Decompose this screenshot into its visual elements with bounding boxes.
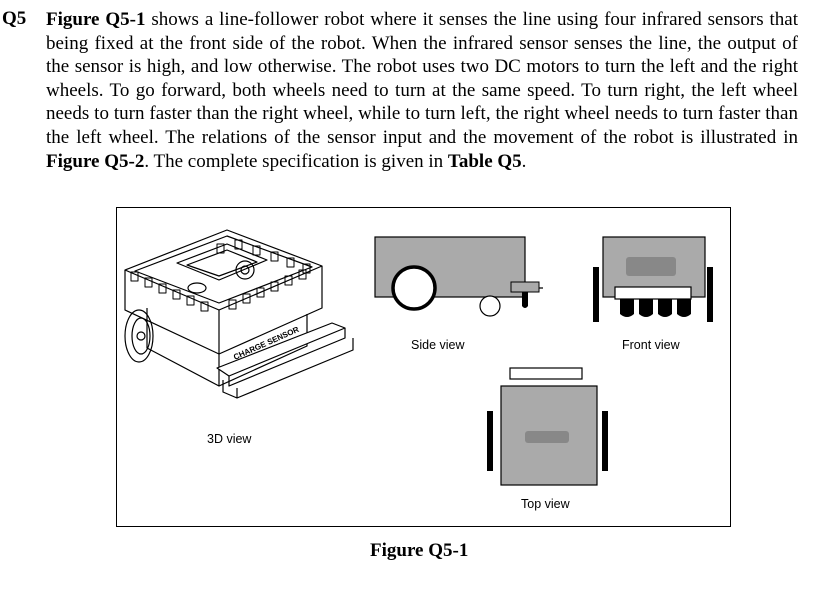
top-sensor-bar bbox=[509, 367, 583, 380]
label-top-view: Top view bbox=[521, 497, 570, 511]
front-ir-sensors bbox=[620, 299, 691, 317]
top-wheel-left bbox=[487, 411, 493, 471]
figure-caption: Figure Q5-1 bbox=[370, 540, 469, 561]
caster-wheel bbox=[479, 295, 501, 317]
robot-views-drawing: CHARGE SENSOR bbox=[124, 229, 713, 486]
front-wheel-right bbox=[707, 267, 713, 322]
top-board bbox=[525, 431, 569, 443]
robot-front-view bbox=[593, 236, 713, 322]
table-ref: Table Q5 bbox=[447, 150, 522, 172]
figure-box: CHARGE SENSOR bbox=[116, 207, 731, 527]
label-side-view: Side view bbox=[411, 338, 465, 352]
front-board bbox=[626, 257, 676, 276]
side-wheel bbox=[391, 265, 437, 311]
front-wheel-left bbox=[593, 267, 599, 322]
figure-ref: Figure Q5-1 bbox=[46, 9, 146, 30]
question-number: Q5 bbox=[2, 8, 27, 29]
top-wheel-right bbox=[602, 411, 608, 471]
robot-top-view bbox=[487, 367, 608, 486]
robot-3d-view bbox=[124, 229, 354, 399]
figure-ref: Figure Q5-2 bbox=[46, 150, 145, 172]
label-front-view: Front view bbox=[622, 338, 680, 352]
robot-side-view bbox=[374, 236, 543, 317]
question-text: Figure Q5-1 shows a line-follower robot … bbox=[46, 9, 799, 172]
sensor-bar bbox=[614, 286, 692, 300]
label-3d-view: 3D view bbox=[207, 432, 252, 446]
